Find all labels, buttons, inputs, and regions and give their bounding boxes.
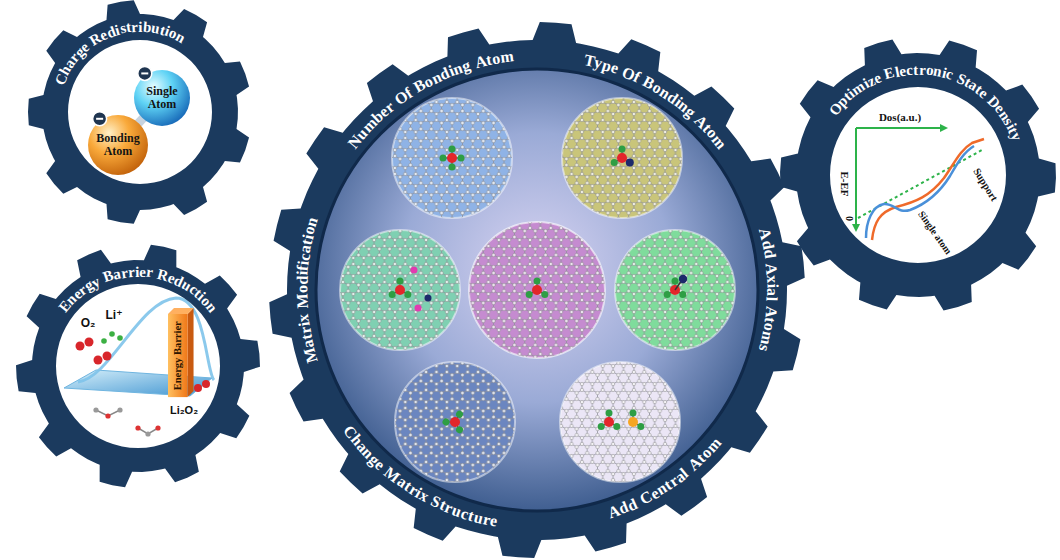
atom-label: Single Atom <box>146 85 177 111</box>
atom-sphere: Bonding Atom <box>88 115 148 175</box>
glyph: o <box>292 285 312 293</box>
gear-outline <box>16 244 260 488</box>
glyph: x <box>762 274 782 283</box>
glyph: r <box>127 263 135 282</box>
glyph: a <box>762 288 782 297</box>
gear-label: Type Of Bonding Atom <box>579 51 729 152</box>
glyph: A <box>760 305 781 319</box>
gear-shape <box>16 245 260 488</box>
glyph: i <box>762 283 782 288</box>
gear-label: Add Axial Atoms <box>755 224 782 358</box>
glyph: d <box>292 275 312 285</box>
chem-label: O₂ <box>81 317 96 330</box>
gear-shape <box>780 39 1056 310</box>
atom-sites <box>389 146 688 435</box>
gear-label: Energy Barrier Reduction <box>55 263 221 318</box>
glyph: i <box>135 262 140 281</box>
gear-label: Add Central Atom <box>604 435 724 522</box>
dos-plot <box>856 128 984 240</box>
glyph: m <box>499 46 515 68</box>
gear-node: Charge RedistributionSingle AtomBonding … <box>28 0 252 224</box>
glyph: d <box>759 248 780 260</box>
gear-shape <box>28 0 249 224</box>
glyph: r <box>918 60 926 79</box>
gear-shape <box>269 22 804 558</box>
barrier-bar: Energy Barrier <box>168 314 188 397</box>
minus-sign <box>141 72 148 74</box>
glyph: t <box>913 60 919 79</box>
gear-label: Optimize Electronic State Density <box>826 61 1025 147</box>
glyph: r <box>131 17 139 36</box>
atom-sphere: Single Atom <box>134 70 190 126</box>
minus-sign <box>96 118 103 120</box>
bar-side <box>188 308 194 397</box>
gear-outline <box>269 22 805 558</box>
atom-label: Bonding Atom <box>96 132 139 158</box>
bar-front <box>168 314 188 397</box>
gear-node: Number Of Bonding Atom Type Of Bonding At… <box>269 22 805 558</box>
glyph: c <box>905 61 914 81</box>
axis-label: Dos(a.u.) <box>879 111 921 123</box>
glyph: i <box>138 17 143 36</box>
glyph: M <box>292 293 313 309</box>
axis-label: E-EF <box>839 171 851 196</box>
glyph: l <box>762 296 782 302</box>
barrier-scene <box>64 298 214 437</box>
bar-top <box>168 308 194 314</box>
glyph: x <box>293 312 314 323</box>
charge-badge <box>93 112 107 126</box>
gear-label: Change Matrix Structure <box>340 422 504 531</box>
gear-rim <box>316 69 758 511</box>
gear-node: Energy Barrier ReductionEnergy Barrier <box>16 244 260 488</box>
glyph: A <box>761 262 782 276</box>
gear-outline <box>780 37 1056 313</box>
glyph: r <box>145 263 154 283</box>
gear-label: Number Of Bonding Atom <box>345 47 517 152</box>
chem-label: Li₂O₂ <box>170 404 198 416</box>
charge-badge <box>138 66 152 80</box>
gear-label: Matrix Modification <box>292 212 322 365</box>
gear-node: Optimize Electronic State Density <box>780 37 1056 313</box>
tick-label: 0 <box>844 216 855 221</box>
barrier-label: Energy Barrier <box>172 321 184 390</box>
chem-label: Li⁺ <box>106 309 123 322</box>
graphene-petals <box>340 98 735 482</box>
